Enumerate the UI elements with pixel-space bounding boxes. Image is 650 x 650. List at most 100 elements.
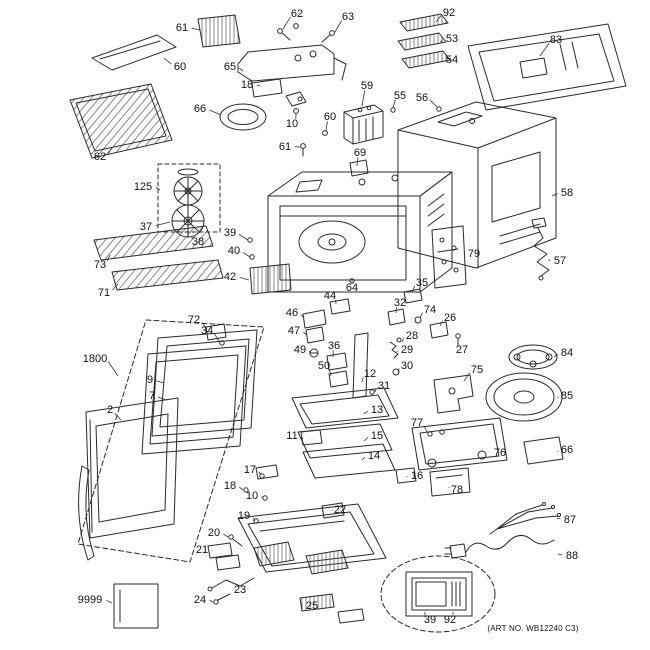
grease-filters xyxy=(93,225,224,291)
outer-case xyxy=(467,23,627,111)
leader-line-65 xyxy=(239,67,244,72)
transformer xyxy=(343,104,384,145)
control-chassis xyxy=(237,44,347,107)
leader-line-62 xyxy=(282,16,291,30)
part-label-35: 35 xyxy=(416,277,428,289)
part-label-77: 77 xyxy=(411,417,423,429)
part-label-50: 50 xyxy=(318,360,330,372)
part-label-75: 75 xyxy=(471,364,483,376)
part-label-29: 29 xyxy=(401,344,413,356)
leader-line-18 xyxy=(256,84,261,87)
bottom-tray xyxy=(411,417,508,471)
part-label-42: 42 xyxy=(224,271,236,283)
part-label-54: 54 xyxy=(446,54,458,66)
leader-line-125 xyxy=(155,187,161,191)
screws-top xyxy=(277,23,335,43)
part-label-12: 12 xyxy=(364,368,376,380)
duct-bracket xyxy=(349,159,369,177)
part-label-66: 66 xyxy=(194,103,206,115)
part-label-87: 87 xyxy=(564,514,576,526)
leader-line-77 xyxy=(423,425,428,433)
part-label-58: 58 xyxy=(561,187,573,199)
leader-line-11 xyxy=(300,436,304,440)
part-label-71: 71 xyxy=(98,287,110,299)
leader-line-14 xyxy=(361,457,366,461)
part-label-55: 55 xyxy=(394,90,406,102)
part-label-16: 16 xyxy=(411,470,423,482)
leader-line-66 xyxy=(209,109,222,116)
leader-line-87 xyxy=(556,517,561,520)
part-label-38: 38 xyxy=(192,236,204,248)
turntable-tray xyxy=(485,372,563,422)
leader-line-30 xyxy=(397,368,400,373)
cabinet-screws xyxy=(390,106,442,113)
leader-line-31 xyxy=(374,388,377,393)
base-trays xyxy=(291,387,417,484)
part-label-20: 20 xyxy=(208,527,220,539)
leader-line-60 xyxy=(325,121,328,132)
part-label-88: 88 xyxy=(566,550,578,562)
part-label-62: 62 xyxy=(94,151,106,163)
part-label-60: 60 xyxy=(324,111,336,123)
turntable-ring xyxy=(508,344,558,370)
leader-line-61 xyxy=(191,27,201,31)
part-label-26: 26 xyxy=(444,312,456,324)
air-vent xyxy=(247,237,292,295)
part-label-63: 63 xyxy=(342,11,354,23)
leader-line-40 xyxy=(242,252,251,258)
leader-line-62 xyxy=(107,147,113,154)
part-label-125: 125 xyxy=(134,181,152,193)
part-label-19: 19 xyxy=(238,510,250,522)
leader-line-9 xyxy=(156,380,165,384)
part-label-53: 53 xyxy=(446,33,458,45)
leader-line-55 xyxy=(392,99,396,109)
part-label-18: 18 xyxy=(241,79,253,91)
leader-line-9999 xyxy=(106,599,113,604)
leader-line-1800 xyxy=(107,361,119,377)
part-label-92: 92 xyxy=(443,7,455,19)
part-label-27: 27 xyxy=(456,344,468,356)
leader-line-15 xyxy=(363,437,369,442)
vent-grille xyxy=(197,14,241,48)
part-label-49: 49 xyxy=(294,344,306,356)
part-label-7: 7 xyxy=(149,390,155,402)
leader-line-63 xyxy=(334,20,343,33)
motor-bracket xyxy=(433,374,474,414)
oven-cavity xyxy=(267,171,453,293)
part-label-73: 73 xyxy=(94,259,106,271)
part-label-76: 76 xyxy=(494,447,506,459)
part-label-64: 64 xyxy=(346,282,358,294)
leader-line-47 xyxy=(303,331,308,336)
power-cord xyxy=(444,535,555,559)
leader-line-58 xyxy=(551,193,558,197)
door-assembly xyxy=(77,319,265,563)
leader-line-39 xyxy=(238,234,249,241)
part-label-60: 60 xyxy=(174,61,186,73)
part-label-31: 31 xyxy=(378,380,390,392)
leader-line-50 xyxy=(329,369,332,377)
mount-bracket xyxy=(429,467,471,497)
leader-line-35 xyxy=(411,285,416,293)
cover-plate xyxy=(219,103,267,131)
part-label-59: 59 xyxy=(361,80,373,92)
screws-mid xyxy=(293,108,328,157)
part-label-11: 11 xyxy=(286,430,297,442)
leader-line-19 xyxy=(252,517,256,522)
part-label-17: 17 xyxy=(244,464,256,476)
part-label-21: 21 xyxy=(196,544,208,556)
literature xyxy=(113,583,159,629)
part-label-9: 9 xyxy=(147,374,153,386)
part-label-25: 25 xyxy=(306,600,318,612)
detail-view xyxy=(380,555,496,633)
part-label-46: 46 xyxy=(286,307,298,319)
leader-line-84 xyxy=(553,353,558,358)
part-label-56: 56 xyxy=(416,92,428,104)
leader-line-53 xyxy=(439,39,443,43)
part-label-1800: 1800 xyxy=(83,353,107,365)
fan-assembly xyxy=(157,163,221,238)
part-label-85: 85 xyxy=(561,390,573,402)
leader-line-83 xyxy=(539,42,550,57)
